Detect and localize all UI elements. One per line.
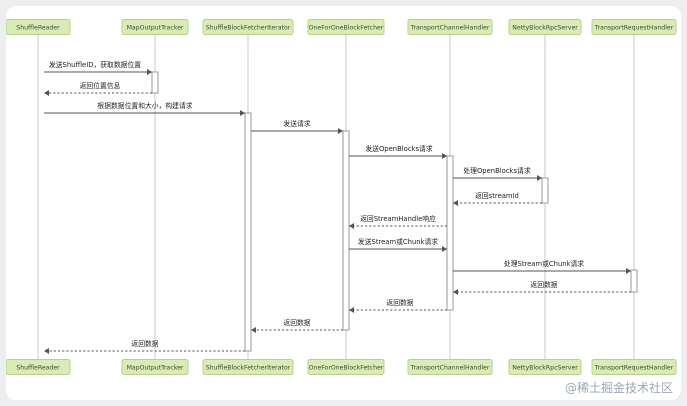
message-arrow: 发送OpenBlocks请求 [349, 144, 447, 159]
participant-box-top: MapOutputTracker [121, 19, 189, 35]
message-arrow: 发送请求 [251, 119, 343, 134]
participant-label: TransportChannelHandler [410, 365, 490, 372]
watermark-text: @稀土掘金技术社区 [564, 381, 673, 395]
participant-box-bottom: TransportChannelHandler [407, 359, 493, 375]
message-arrow: 处理Stream或Chunk请求 [453, 259, 631, 274]
participant-box-bottom: OneForOneBlockFetcher [307, 359, 385, 375]
message-arrow: 根据数据位置和大小，构建请求 [44, 101, 245, 116]
participant-label: ShuffleReader [16, 25, 60, 32]
participant-label: TransportChannelHandler [410, 25, 490, 32]
participant-label: OneForOneBlockFetcher [309, 25, 384, 32]
message-label: 返回位置信息 [80, 81, 121, 90]
message-arrow: 返回数据 [44, 339, 245, 354]
participant-label: TransportRequestHandler [594, 365, 674, 372]
participant-label: MapOutputTracker [127, 25, 184, 32]
message-arrow: 返回位置信息 [44, 81, 152, 96]
message-arrow: 返回streamId [453, 192, 542, 206]
message-label: 返回数据 [131, 339, 158, 348]
activation-bar [342, 130, 350, 331]
participant-box-bottom: TransportRequestHandler [591, 359, 677, 375]
participant-box-top: ShuffleBlockFetcherIterator [202, 19, 294, 35]
participant-box-bottom: ShuffleBlockFetcherIterator [202, 359, 294, 375]
participant-label: ShuffleBlockFetcherIterator [206, 25, 291, 32]
participant-box-top: NettyBlockRpcServer [508, 19, 582, 35]
participant-label: MapOutputTracker [127, 365, 184, 372]
message-label: 返回StreamHandle响应 [360, 214, 436, 223]
message-arrow: 发送ShuffleID，获取数据位置 [44, 60, 152, 75]
participant-box-bottom: MapOutputTracker [121, 359, 189, 375]
participant-label: NettyBlockRpcServer [512, 365, 578, 372]
participant-box-top: TransportChannelHandler [407, 19, 493, 35]
message-arrow: 发送Stream或Chunk请求 [349, 237, 447, 252]
message-label: 返回streamId [475, 192, 519, 200]
message-label: 返回数据 [283, 318, 310, 327]
message-arrow: 返回数据 [251, 318, 343, 333]
activation-bar [541, 177, 549, 204]
message-label: 发送Stream或Chunk请求 [358, 237, 438, 246]
message-label: 处理Stream或Chunk请求 [504, 259, 584, 268]
participant-label: ShuffleReader [16, 365, 60, 372]
activation-bar [446, 155, 454, 311]
activation-bar [151, 71, 159, 94]
participant-label: NettyBlockRpcServer [512, 25, 578, 32]
participant-label: OneForOneBlockFetcher [309, 365, 384, 372]
participant-label: ShuffleBlockFetcherIterator [206, 365, 291, 372]
activation-bar [244, 112, 252, 352]
participant-box-bottom: ShuffleReader [6, 359, 71, 375]
message-label: 发送请求 [283, 119, 310, 128]
message-arrow: 返回数据 [453, 280, 631, 295]
message-label: 返回数据 [386, 298, 413, 307]
participant-box-top: ShuffleReader [6, 19, 71, 35]
message-arrow: 返回StreamHandle响应 [349, 214, 447, 229]
participant-box-bottom: NettyBlockRpcServer [508, 359, 582, 375]
activation-bar [630, 269, 638, 293]
message-arrow: 返回数据 [349, 298, 447, 313]
message-label: 发送ShuffleID，获取数据位置 [49, 60, 141, 69]
participant-box-top: OneForOneBlockFetcher [307, 19, 385, 35]
message-label: 返回数据 [530, 280, 557, 289]
message-label: 发送OpenBlocks请求 [365, 144, 432, 153]
message-label: 根据数据位置和大小，构建请求 [97, 101, 192, 110]
participant-box-top: TransportRequestHandler [591, 19, 677, 35]
participant-label: TransportRequestHandler [594, 25, 674, 32]
message-arrow: 处理OpenBlocks请求 [453, 166, 542, 181]
message-label: 处理OpenBlocks请求 [463, 166, 530, 175]
